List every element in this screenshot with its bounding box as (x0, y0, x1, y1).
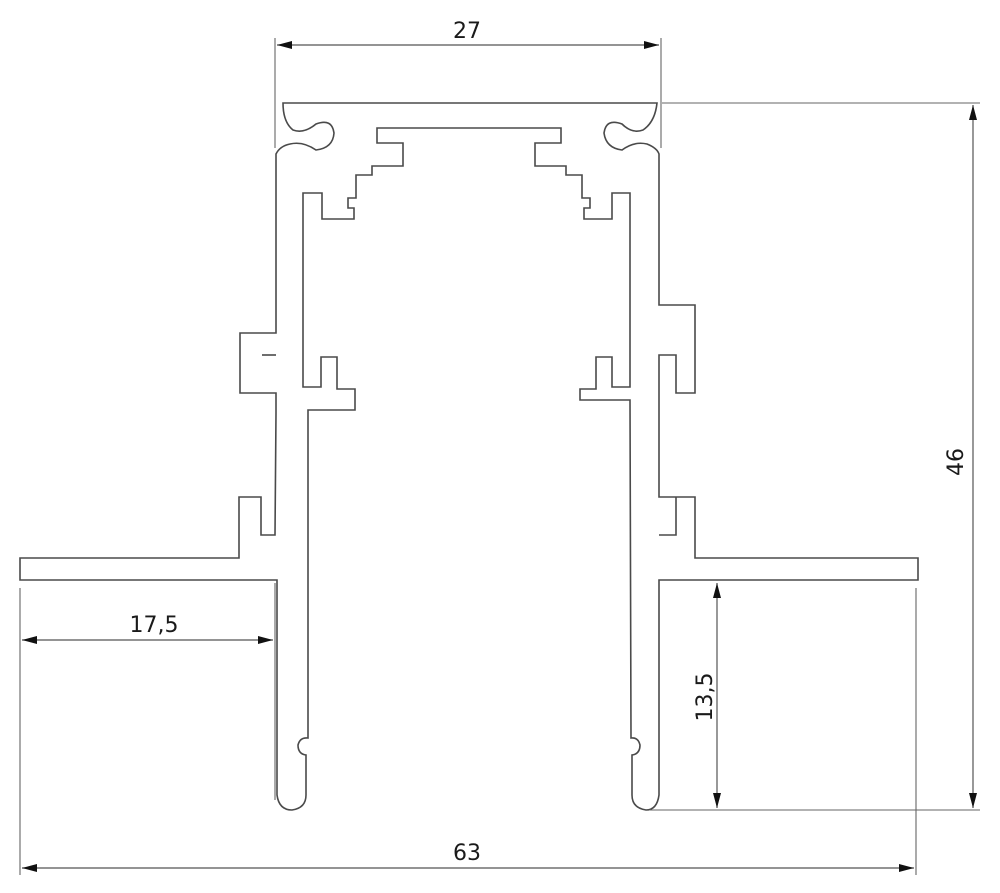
dimension-label-17-5: 17,5 (130, 613, 179, 638)
dimension-lower-height: 13,5 (693, 583, 917, 875)
dimension-total-width: 63 (22, 841, 914, 872)
dimension-flange-width: 17,5 (19, 583, 276, 875)
dimension-label-27: 27 (453, 19, 481, 44)
dimension-label-13-5: 13,5 (693, 673, 718, 722)
dimension-top-width: 27 (274, 19, 662, 148)
dimension-label-46: 46 (944, 448, 969, 476)
dimension-total-height: 46 (650, 102, 980, 811)
dimension-label-63: 63 (453, 841, 481, 866)
profile-outline (19, 102, 919, 811)
outer-contour (19, 102, 919, 811)
right-lower-notch (659, 497, 677, 536)
